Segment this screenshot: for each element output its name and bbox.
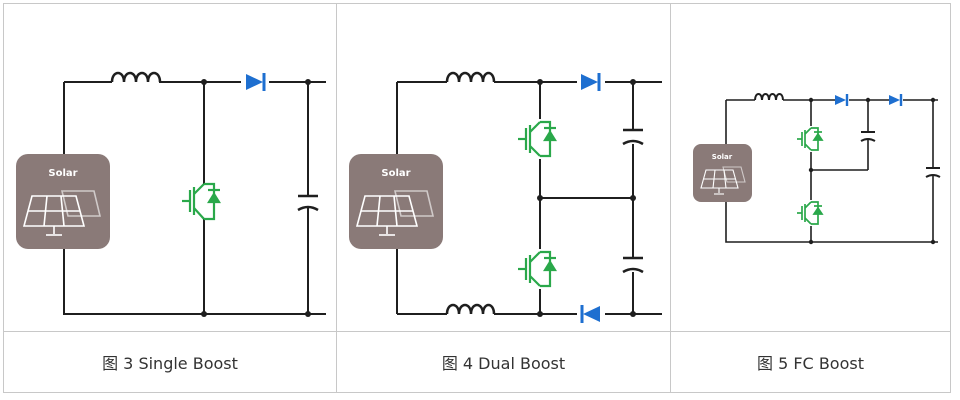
- solar-label: Solar: [381, 168, 410, 179]
- diode-1-icon: [835, 94, 849, 106]
- flying-capacitor-icon: [860, 131, 876, 142]
- solar-panel-icon: Solar: [349, 154, 443, 249]
- igbt-top-icon: [518, 120, 557, 158]
- junctions: [201, 79, 311, 317]
- igbt-bottom-icon: [797, 201, 824, 225]
- output-capacitor-icon: [925, 167, 941, 178]
- solar-label: Solar: [712, 153, 733, 161]
- junctions: [537, 79, 636, 317]
- figure-3-caption: 图 3 Single Boost: [4, 332, 337, 392]
- fc-boost-circuit: Solar: [693, 93, 941, 245]
- figure-5-image: Solar: [671, 4, 950, 332]
- figure-3-image: Solar: [4, 4, 337, 332]
- igbt-bottom-icon: [518, 250, 557, 288]
- junctions: [808, 97, 936, 245]
- capacitor-top-icon: [622, 128, 644, 146]
- solar-label: Solar: [48, 168, 77, 179]
- igbt-icon: [182, 182, 221, 221]
- figure-5-caption: 图 5 FC Boost: [757, 354, 864, 373]
- dual-boost-circuit: Solar: [349, 71, 662, 323]
- igbt-top-icon: [797, 127, 824, 151]
- inductor-bottom-icon: [445, 303, 496, 315]
- capacitor-icon: [297, 194, 319, 212]
- diode-icon: [581, 73, 601, 91]
- solar-panel-icon: Solar: [693, 144, 752, 202]
- diode-icon: [246, 73, 266, 91]
- solar-panel-icon: Solar: [16, 154, 110, 249]
- wires: [63, 81, 326, 315]
- inductor-icon: [445, 71, 496, 83]
- diode-bottom-icon: [580, 305, 600, 323]
- wires: [725, 99, 938, 243]
- single-boost-circuit: Solar: [16, 71, 326, 317]
- diode-2-icon: [889, 94, 903, 106]
- capacitor-bottom-icon: [622, 256, 644, 274]
- figure-4-caption: 图 4 Dual Boost: [337, 332, 671, 392]
- inductor-icon: [754, 93, 784, 101]
- inductor-icon: [110, 71, 162, 83]
- figure-4-image: Solar: [337, 4, 671, 332]
- figure-table: Solar: [3, 3, 951, 393]
